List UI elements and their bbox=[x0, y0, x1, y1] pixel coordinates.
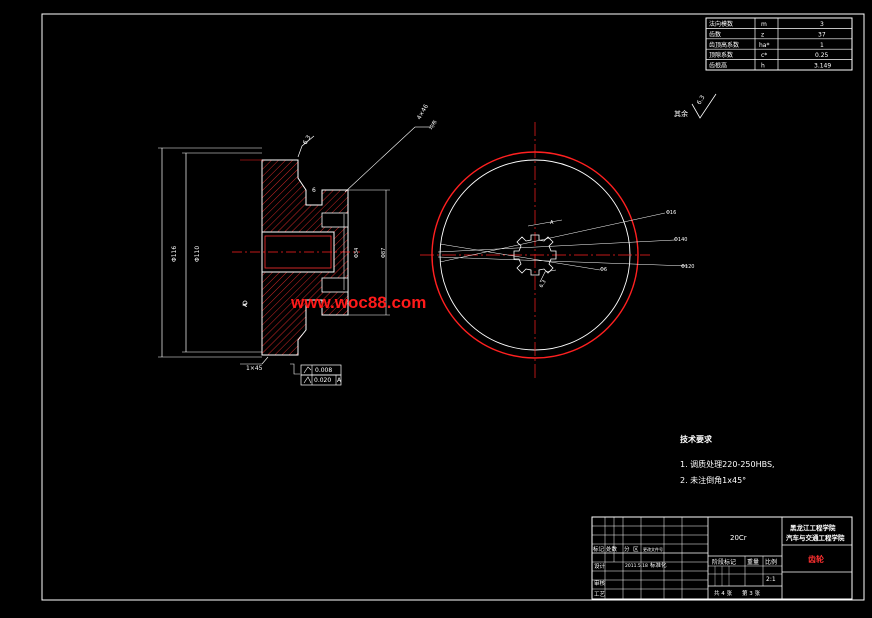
tb-col-1: 处数 bbox=[606, 545, 618, 553]
param-symbol-3: c* bbox=[761, 52, 767, 59]
param-symbol-1: z bbox=[761, 31, 764, 38]
param-symbol-4: h bbox=[761, 63, 765, 70]
param-value-0: 3 bbox=[820, 21, 824, 28]
parameter-table: 法向模数 m 3 齿数 z 37 齿顶高系数 ha* 1 顶隙系数 c* 0.2… bbox=[705, 17, 853, 71]
front-dim-a: A bbox=[550, 220, 554, 226]
front-view: Φ16 Φ140 Φ6 Φ120 A 6.3 bbox=[420, 122, 694, 378]
param-value-3: 0.25 bbox=[815, 52, 829, 59]
tech-req-item-2: 2. 未注倒角1x45° bbox=[680, 475, 746, 485]
surface-note: 其余 6.3 bbox=[674, 93, 717, 119]
tb-stage-label: 阶段标记 bbox=[712, 558, 736, 566]
tech-req-title: 技术要求 bbox=[680, 434, 713, 444]
leader-callout: 4×46 bbox=[416, 103, 430, 121]
section-view: Φ116 Φ110 Φ34 Φ87 6 4×46 均布 6.3 A 1×45 0… bbox=[158, 103, 439, 386]
tb-weight-label: 重量 bbox=[747, 558, 759, 566]
tb-col-0: 标记 bbox=[593, 545, 605, 553]
tb-part-name: 齿轮 bbox=[808, 554, 824, 564]
dim-small: 6 bbox=[312, 187, 316, 194]
param-symbol-2: ha* bbox=[759, 42, 769, 49]
leader-callout-sub: 均布 bbox=[428, 119, 439, 131]
tolerance-2: 0.020 bbox=[314, 377, 331, 384]
param-name-4: 齿根高 bbox=[709, 62, 727, 70]
tb-scale-label: 比例 bbox=[765, 558, 777, 566]
tb-col-2: 分 bbox=[624, 545, 630, 553]
param-name-2: 齿顶高系数 bbox=[709, 41, 739, 49]
tolerance-2-ref: A bbox=[337, 377, 342, 384]
roughness-top: 6.3 bbox=[302, 134, 313, 146]
param-value-2: 1 bbox=[820, 42, 824, 49]
tb-scale-value: 2:1 bbox=[766, 576, 776, 583]
tb-material: 20Cr bbox=[730, 534, 747, 542]
front-dim-1: Φ16 bbox=[666, 210, 676, 216]
tb-process-label: 工艺 bbox=[594, 591, 606, 598]
title-block: 20Cr 黑龙江工程学院 汽车与交通工程学院 齿轮 标记 处数 分 区 更改文件… bbox=[591, 516, 853, 600]
param-symbol-0: m bbox=[761, 21, 767, 28]
tb-school-1: 黑龙江工程学院 bbox=[790, 523, 836, 532]
param-name-0: 法向模数 bbox=[709, 20, 733, 28]
tech-requirements: 技术要求 1. 调质处理220-250HBS, 2. 未注倒角1x45° bbox=[680, 434, 775, 485]
dim-bore: Φ34 bbox=[354, 248, 360, 258]
outer-frame bbox=[41, 13, 865, 601]
tb-review-label: 审核 bbox=[594, 579, 606, 587]
dim-hub: Φ87 bbox=[381, 248, 387, 258]
surface-note-label: 其余 bbox=[674, 109, 688, 118]
tb-designer-label: 设计 bbox=[594, 562, 606, 570]
tolerance-1: 0.008 bbox=[315, 367, 332, 374]
param-name-3: 顶隙系数 bbox=[709, 51, 733, 59]
dim-outer: Φ116 bbox=[171, 246, 178, 262]
surface-note-value: 6.3 bbox=[696, 94, 707, 106]
front-dim-2: Φ140 bbox=[674, 237, 687, 243]
dim-mid: Φ110 bbox=[194, 246, 201, 262]
param-name-1: 齿数 bbox=[709, 30, 721, 38]
tb-sheet-no: 第 3 张 bbox=[742, 589, 760, 597]
front-dim-3: Φ6 bbox=[600, 267, 607, 273]
param-value-1: 37 bbox=[818, 31, 826, 38]
tech-req-item-1: 1. 调质处理220-250HBS, bbox=[680, 459, 775, 469]
watermark: www.woc88.com bbox=[290, 293, 426, 312]
front-dim-4: Φ120 bbox=[681, 264, 694, 270]
tb-col-3: 区 bbox=[633, 546, 639, 553]
chamfer-label: 1×45 bbox=[246, 365, 263, 372]
tb-school-2: 汽车与交通工程学院 bbox=[786, 533, 845, 542]
tb-col-4: 更改文件号 bbox=[643, 546, 663, 552]
datum-label: A bbox=[242, 302, 249, 307]
front-roughness: 6.3 bbox=[539, 279, 548, 289]
tb-sheets: 共 4 张 bbox=[714, 589, 732, 597]
param-value-4: 3.149 bbox=[814, 63, 831, 70]
tb-designer-sign: 标准化 bbox=[650, 561, 667, 569]
tb-designer-date: 2011.5.18 bbox=[625, 563, 648, 569]
